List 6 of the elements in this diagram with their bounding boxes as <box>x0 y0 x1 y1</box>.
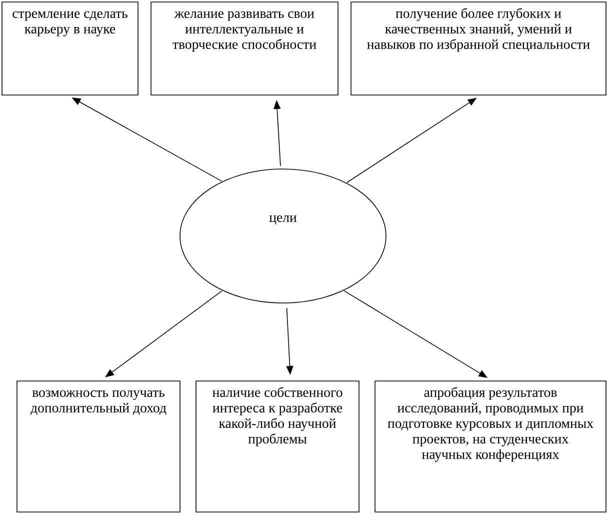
text-box: возможность получать дополнительный доход <box>16 380 180 512</box>
text-box: наличие собственного интереса к разработке какой-либо научной проблемы <box>196 380 360 512</box>
text-box: стремление сделать карьеру в науке <box>2 2 138 96</box>
text-box: апробация результатов исследований, проводимых при подготовке курсовых и дипломных проектов, на студенческих научных конференциях <box>374 380 606 512</box>
text-box: получение более глубоких и качественных знаний, умений и навыков по избранной специальности <box>350 2 606 96</box>
text-box: желание развивать свои интеллектуальные и творческие способности <box>150 2 338 96</box>
